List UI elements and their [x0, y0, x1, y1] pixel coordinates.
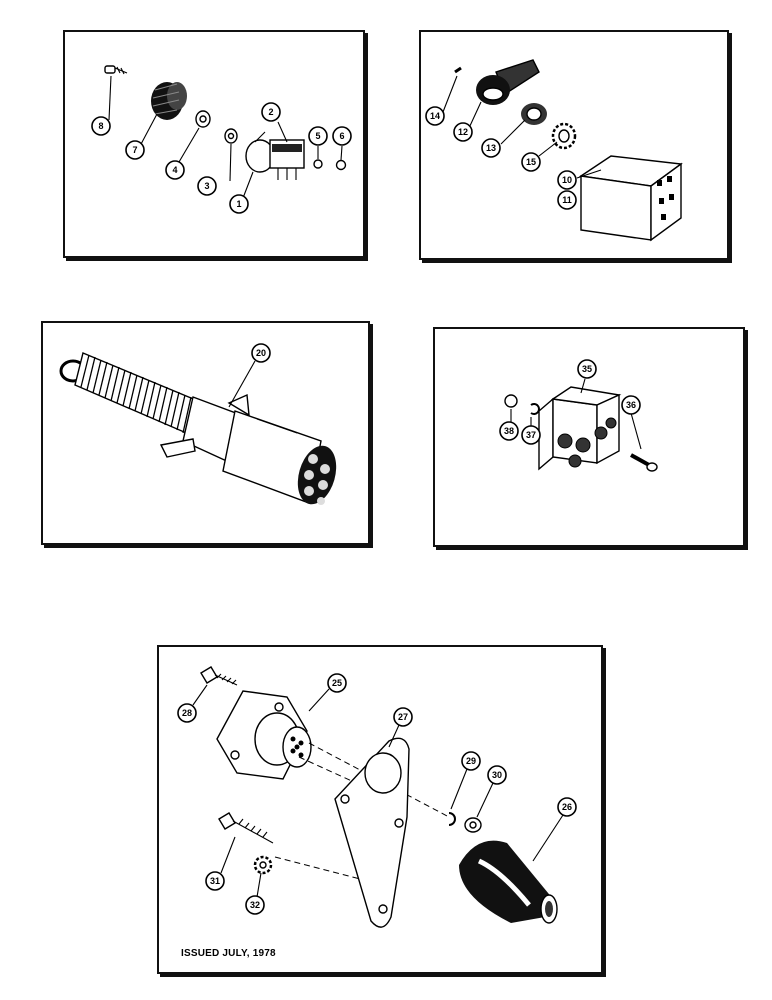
- callout-7: 7: [125, 140, 145, 160]
- svg-text:11: 11: [562, 195, 572, 205]
- svg-text:25: 25: [332, 678, 342, 688]
- callout-20: 20: [251, 343, 271, 363]
- callout-5: 5: [308, 126, 328, 146]
- part-31-bolt: [218, 812, 274, 844]
- switch-assembly-drawing: 8 7 4 3 1 2 5 6: [91, 65, 352, 214]
- part-37-lockwasher: [530, 403, 540, 415]
- callout-11: 11: [557, 190, 577, 210]
- svg-text:28: 28: [182, 708, 192, 718]
- panel-switch-assembly: 8 7 4 3 1 2 5 6: [63, 30, 365, 258]
- svg-text:8: 8: [98, 121, 103, 131]
- svg-text:38: 38: [504, 426, 514, 436]
- part-10-11-switch-body: [579, 155, 683, 242]
- svg-text:7: 7: [132, 145, 137, 155]
- part-5-nut: [313, 159, 323, 169]
- part-35-relay: [538, 386, 622, 471]
- part-28-bolt: [200, 666, 238, 686]
- svg-text:37: 37: [526, 430, 536, 440]
- part-6-nut: [335, 159, 347, 171]
- callout-6: 6: [332, 126, 352, 146]
- svg-text:2: 2: [268, 107, 273, 117]
- part-27-bracket: [334, 737, 410, 928]
- svg-text:15: 15: [526, 157, 536, 167]
- svg-text:6: 6: [339, 131, 344, 141]
- part-25-socket: [216, 690, 312, 780]
- svg-text:32: 32: [250, 900, 260, 910]
- svg-text:30: 30: [492, 770, 502, 780]
- svg-text:20: 20: [256, 348, 266, 358]
- panel-coil-cable-plug: 20: [41, 321, 370, 545]
- svg-text:36: 36: [626, 400, 636, 410]
- part-1-2-toggle-switch: [245, 131, 305, 180]
- panel-relay: 35 36 37 38: [433, 327, 745, 547]
- callout-13: 14: [425, 106, 445, 126]
- relay-drawing: 35 36 37 38: [499, 359, 658, 472]
- callout-14: 13: [481, 138, 501, 158]
- panel-rotary-switch: 14 12 13 15 10 11: [419, 30, 729, 260]
- rotary-switch-drawing: 14 12 13 15 10 11: [425, 59, 683, 242]
- callout-37: 37: [521, 425, 541, 445]
- part-8-screw: [104, 65, 128, 75]
- callout-30: 30: [487, 765, 507, 785]
- part-29-lockwasher: [448, 812, 456, 826]
- svg-text:12: 12: [458, 127, 468, 137]
- part-4-nut: [195, 110, 211, 128]
- part-36-screw: [630, 453, 658, 472]
- callout-25: 25: [327, 673, 347, 693]
- callout-26: 26: [557, 797, 577, 817]
- part-15-lockwasher: [551, 122, 577, 150]
- callout-2: 2: [261, 102, 281, 122]
- part-30-nut: [464, 817, 482, 833]
- svg-text:26: 26: [562, 802, 572, 812]
- coil-cable-plug-drawing: 20: [59, 343, 337, 505]
- part-13-screw: [454, 66, 462, 74]
- callout-4: 4: [165, 160, 185, 180]
- svg-text:3: 3: [204, 181, 209, 191]
- socket-assembly-drawing: 28 25 27 29 30 26 31 32: [177, 666, 577, 928]
- callout-29: 29: [461, 751, 481, 771]
- part-26-boot: [459, 840, 558, 924]
- svg-text:29: 29: [466, 756, 476, 766]
- svg-text:4: 4: [172, 165, 177, 175]
- part-7-knob: [151, 82, 187, 120]
- svg-text:35: 35: [582, 364, 592, 374]
- part-20-coiled-cable-plug: [59, 352, 337, 505]
- callout-35: 35: [577, 359, 597, 379]
- svg-text:10: 10: [562, 175, 572, 185]
- callout-31: 31: [205, 871, 225, 891]
- part-14-bezel: [521, 103, 547, 125]
- svg-text:5: 5: [315, 131, 320, 141]
- callout-1: 1: [229, 194, 249, 214]
- part-38-nut: [504, 394, 518, 408]
- part-3-washer: [224, 128, 238, 144]
- callout-27: 27: [393, 707, 413, 727]
- callout-28: 28: [177, 703, 197, 723]
- callout-38: 38: [499, 421, 519, 441]
- callout-15: 15: [521, 152, 541, 172]
- svg-text:1: 1: [236, 199, 241, 209]
- svg-text:13: 13: [486, 143, 496, 153]
- part-32-star-washer: [253, 855, 273, 875]
- callout-8: 8: [91, 116, 111, 136]
- callout-36: 36: [621, 395, 641, 415]
- issued-date-label: ISSUED JULY, 1978: [181, 948, 276, 959]
- svg-text:14: 14: [430, 111, 440, 121]
- panel-socket-assembly: 28 25 27 29 30 26 31 32 ISSUED JULY, 197…: [157, 645, 603, 974]
- svg-text:27: 27: [398, 712, 408, 722]
- svg-text:31: 31: [210, 876, 220, 886]
- callout-32: 32: [245, 895, 265, 915]
- callout-12: 12: [453, 122, 473, 142]
- part-12-knob: [476, 59, 540, 105]
- callout-10: 10: [557, 170, 577, 190]
- callout-3: 3: [197, 176, 217, 196]
